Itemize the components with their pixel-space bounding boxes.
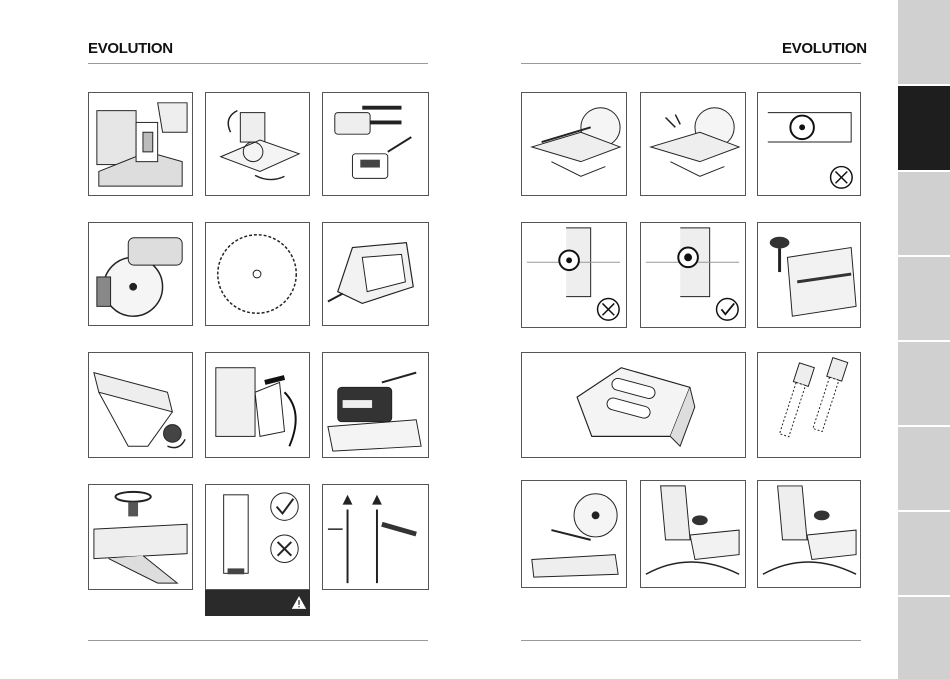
- figure-rod-check: [205, 484, 310, 590]
- figure-bolt-right: [640, 222, 746, 328]
- figure-saw-blade: [205, 222, 310, 326]
- figure-blade-guard: [205, 352, 310, 458]
- side-tab-2[interactable]: [898, 86, 950, 170]
- figure-bevel-lock-2: [757, 480, 861, 588]
- saw-slide-icon: [641, 93, 745, 195]
- left-bottom-rule: [88, 640, 428, 641]
- cross-icon: [598, 299, 620, 321]
- bolt-wrong-svg: [758, 93, 860, 195]
- figure-handle-closeup: [88, 92, 193, 196]
- bevel-lock-icon: [758, 481, 860, 587]
- side-tab-4[interactable]: [898, 257, 950, 340]
- check-icon: [717, 299, 739, 321]
- left-brand-logo: EVOLUTION: [88, 41, 173, 56]
- figure-bevel-lock-1: [640, 480, 746, 588]
- cover-plate-icon: [522, 353, 745, 457]
- warning-triangle-icon: [291, 595, 307, 610]
- rod-tool-icon: [323, 485, 428, 589]
- rod-check-icon: [206, 485, 309, 589]
- figure-saw-head-side: [88, 222, 193, 326]
- figure-saw-slide-1: [521, 92, 627, 196]
- side-tab-7[interactable]: [898, 512, 950, 595]
- bolt-wrong-2-svg: [522, 223, 626, 327]
- figure-bolt-wrong: [757, 92, 861, 196]
- side-tab-3[interactable]: [898, 172, 950, 255]
- figure-rod-tool: [322, 484, 429, 590]
- saw-front-icon: [522, 481, 626, 587]
- handle-closeup-icon: [89, 93, 192, 195]
- hex-bolt-icon: [758, 353, 860, 457]
- right-top-rule: [521, 63, 861, 64]
- figure-saw-front: [521, 480, 627, 588]
- saw-head-icon: [89, 223, 192, 325]
- cross-icon: [831, 167, 853, 189]
- figure-dust-adapter: [322, 222, 429, 326]
- knob-screw-icon: [758, 223, 860, 327]
- saw-blade-icon: [206, 223, 309, 325]
- side-tab-6[interactable]: [898, 427, 950, 510]
- figure-fence-knob: [88, 352, 193, 458]
- figure-laser-unit: [322, 352, 429, 458]
- fence-knob-icon: [89, 353, 192, 457]
- dust-adapter-icon: [323, 223, 428, 325]
- side-tab-5[interactable]: [898, 342, 950, 425]
- right-bottom-rule: [521, 640, 861, 641]
- figure-cover-plate: [521, 352, 746, 458]
- blade-guard-icon: [206, 353, 309, 457]
- clamp-knob-icon: [89, 485, 192, 589]
- side-tab-1[interactable]: [898, 0, 950, 84]
- figure-saw-slide-2: [640, 92, 746, 196]
- figure-knob-screw: [757, 222, 861, 328]
- left-top-rule: [88, 63, 428, 64]
- warning-bar: [205, 590, 310, 616]
- figure-clamp-knob: [88, 484, 193, 590]
- handle-parts-icon: [323, 93, 428, 195]
- bolt-right-svg: [641, 223, 745, 327]
- saw-slide-icon: [522, 93, 626, 195]
- right-brand-logo: EVOLUTION: [782, 41, 867, 56]
- side-tab-8[interactable]: [898, 597, 950, 679]
- saw-rotation-icon: [206, 93, 309, 195]
- figure-hex-bolts: [757, 352, 861, 458]
- bevel-lock-icon: [641, 481, 745, 587]
- laser-unit-icon: [323, 353, 428, 457]
- figure-handle-parts: [322, 92, 429, 196]
- figure-saw-rotation: [205, 92, 310, 196]
- figure-bolt-wrong-2: [521, 222, 627, 328]
